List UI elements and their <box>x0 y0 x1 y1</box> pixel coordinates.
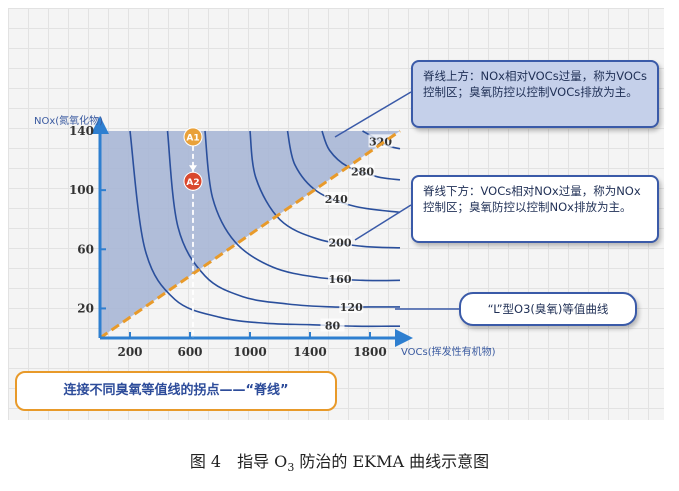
y-tick-label: 60 <box>77 242 94 256</box>
point-A1 <box>183 127 203 147</box>
axis-ticks: 200 600 1000 1400 1800 20 60 100 140 <box>69 124 387 359</box>
isopleth-240 <box>286 130 401 214</box>
isopleth-label-280: 280 <box>351 166 374 179</box>
isopleth-label-240: 240 <box>325 193 348 206</box>
isopleth-label-120: 120 <box>340 301 363 314</box>
isopleth-label-bg <box>350 164 375 178</box>
isopleth-label-160: 160 <box>329 273 352 286</box>
isopleth-label-bg <box>324 192 349 206</box>
ozone-isopleths: 80 120 160 200 240 280 320 <box>129 130 401 332</box>
isopleth-label-bg <box>328 271 352 285</box>
figure-caption: 图 4 指导 O3 防治的 EKMA 曲线示意图 <box>0 448 679 474</box>
y-tick-label: 100 <box>69 183 94 197</box>
point-label-A1: A1 <box>186 133 199 143</box>
y-tick-label: 20 <box>77 301 94 315</box>
isopleth-label-200: 200 <box>329 237 352 250</box>
isopleth-200 <box>249 130 401 249</box>
x-tick-label: 1800 <box>353 345 386 359</box>
vocs-control-note: 脊线上方：NOx相对VOCs过量，称为VOCs控制区；臭氧防控以控制VOCs排放… <box>411 60 659 128</box>
isopleth-label-320: 320 <box>369 135 392 148</box>
point-A2 <box>183 171 203 191</box>
x-tick-label: 600 <box>177 345 202 359</box>
isopleth-label-bg <box>320 318 345 332</box>
point-label-A2: A2 <box>186 178 199 188</box>
caption-suffix: 防治的 EKMA 曲线示意图 <box>294 452 490 471</box>
isopleth-label-bg <box>368 134 393 148</box>
x-tick-label: 1000 <box>233 345 266 359</box>
x-tick-label: 200 <box>117 345 142 359</box>
callout-below-connector <box>354 204 412 241</box>
caption-prefix: 图 4 指导 O <box>189 452 288 471</box>
y-axis-title: NOx(氮氧化物) <box>34 114 103 127</box>
isopleth-label-80: 80 <box>325 319 341 332</box>
callout-above-connector <box>334 91 412 138</box>
caption-subscript: 3 <box>287 461 295 475</box>
isopleth-120 <box>166 130 400 308</box>
isopleth-160 <box>204 130 401 282</box>
x-axis-title: VOCs(挥发性有机物) <box>401 345 496 358</box>
isopleth-label-bg <box>328 235 352 249</box>
arrow-head-icon <box>189 165 197 172</box>
nox-control-note: 脊线下方：VOCs相对NOx过量，称为NOx控制区；臭氧防控以控制NOx排放为主… <box>411 175 659 243</box>
ridge-line <box>99 129 401 340</box>
isopleth-80 <box>129 130 401 328</box>
isopleth-label-bg <box>339 299 364 313</box>
x-tick-label: 1400 <box>293 345 326 359</box>
ridge-line-note: 连接不同臭氧等值线的拐点——“脊线” <box>15 371 337 411</box>
y-tick-label: 140 <box>69 124 94 138</box>
isopleth-type-note: “L”型O3(臭氧)等值曲线 <box>459 292 637 326</box>
